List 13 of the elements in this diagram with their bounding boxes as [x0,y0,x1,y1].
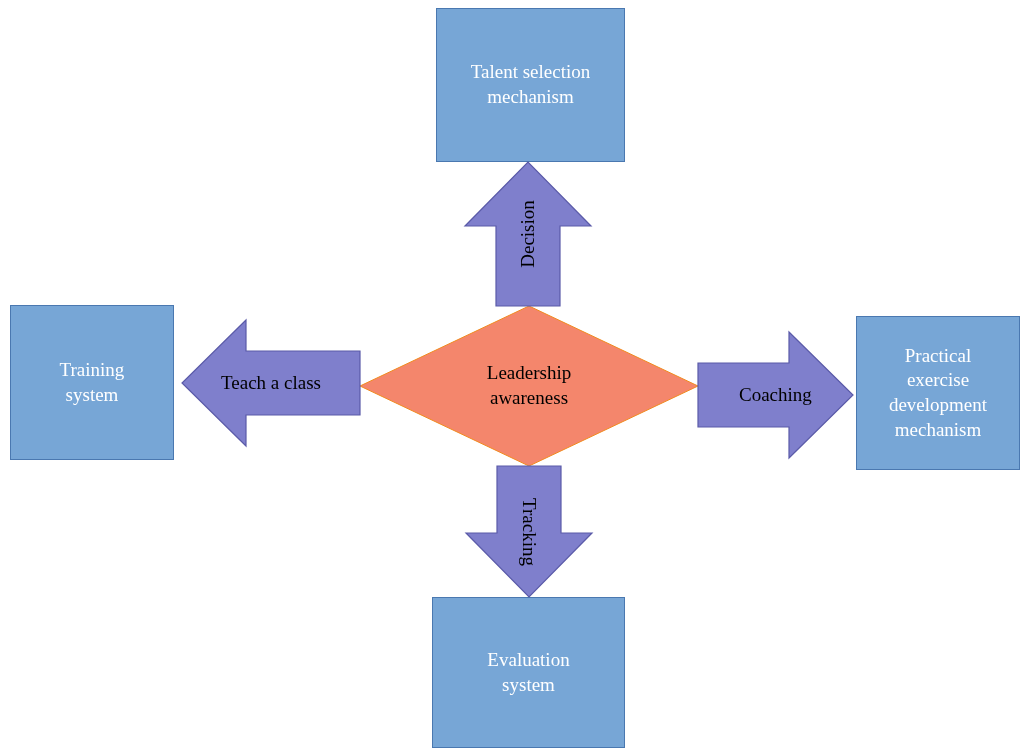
edge-label: Teach a class [221,372,321,394]
process-box: Practical exercise development mechanism [856,316,1020,470]
block-arrow [464,465,594,598]
edge-label: Decision [516,200,539,268]
block-arrow [697,330,854,460]
process-box: Talent selection mechanism [436,8,625,162]
block-arrow [181,318,361,448]
decision-diamond: Leadership awareness [360,306,698,466]
edge-label: Tracking [517,497,540,566]
process-box: Training system [10,305,174,460]
process-box: Evaluation system [432,597,625,748]
edge-label: Coaching [739,384,812,406]
block-arrow [463,161,593,307]
